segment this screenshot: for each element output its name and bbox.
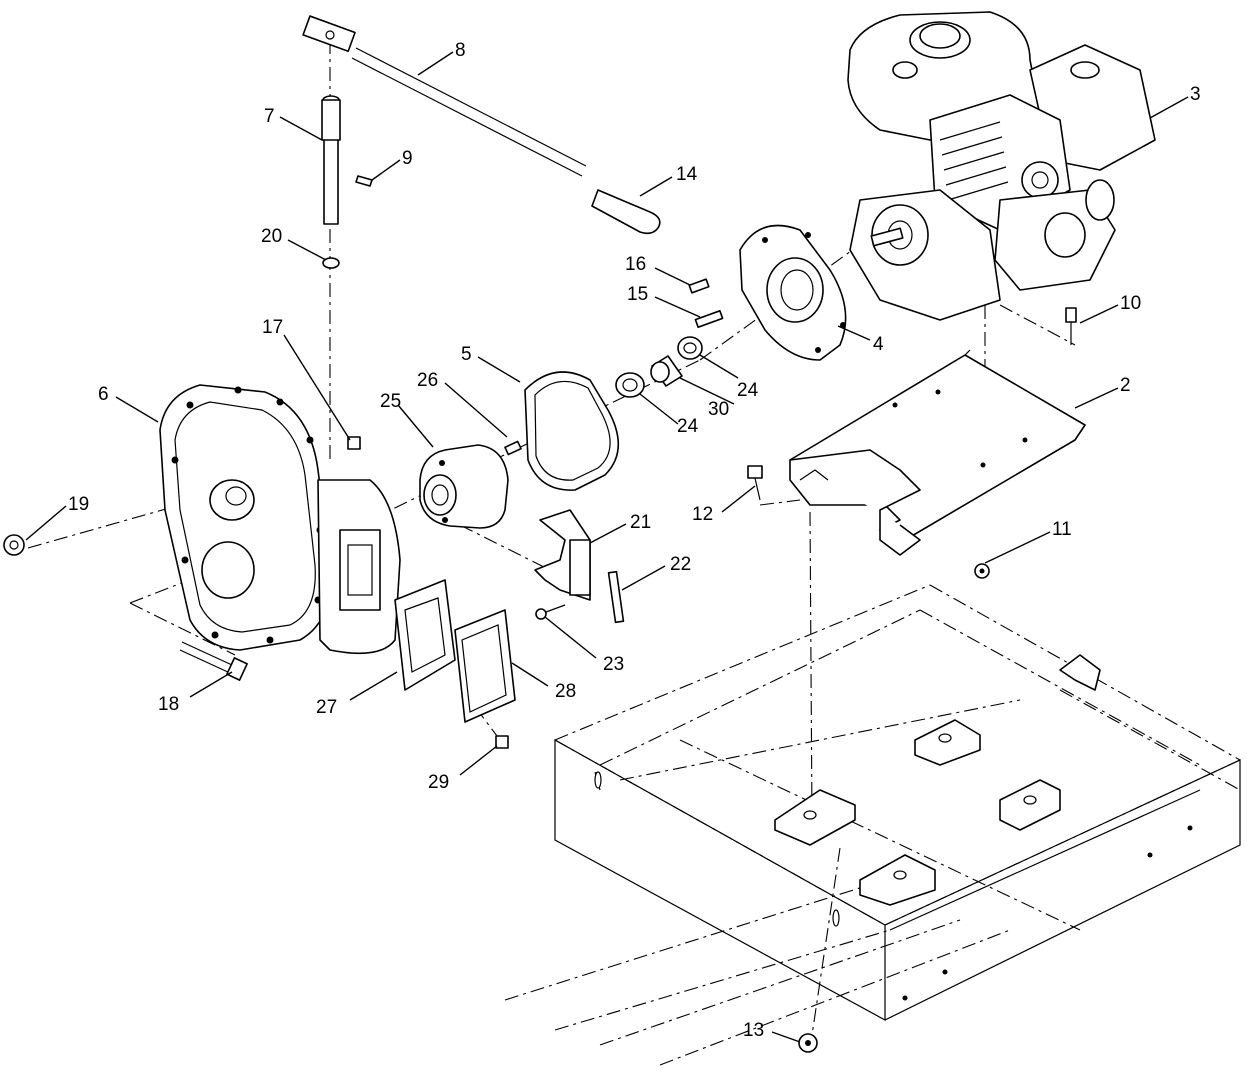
callout-13: 13	[743, 1020, 764, 1041]
callout-15: 15	[627, 284, 648, 305]
callout-7: 7	[264, 106, 275, 127]
callout-5: 5	[461, 344, 472, 365]
bolt-part-18	[179, 641, 248, 681]
shift-fork-part-21	[534, 509, 591, 601]
screw-part-16	[688, 278, 710, 294]
callout-14: 14	[676, 164, 698, 185]
callout-9: 9	[402, 148, 413, 169]
washer-part-20	[322, 257, 340, 269]
gearbox-housing-part-6	[159, 384, 401, 655]
nut-part-11	[974, 563, 990, 579]
callout-19: 19	[68, 494, 89, 515]
callout-21: 21	[630, 512, 651, 533]
callout-6: 6	[98, 384, 109, 405]
engine-grille	[939, 121, 1009, 201]
callout-28: 28	[555, 681, 576, 702]
seal-part-24b	[677, 336, 703, 360]
bushing-part-30	[650, 355, 683, 387]
seal-part-24a	[615, 372, 645, 398]
frame	[554, 654, 1241, 1022]
callout-25: 25	[380, 391, 401, 412]
pin-part-15	[694, 309, 724, 329]
cover-plate-part-28	[454, 609, 516, 723]
callout-3: 3	[1190, 84, 1201, 105]
screw-part-29	[495, 735, 509, 749]
callout-22: 22	[670, 554, 691, 575]
callout-10: 10	[1120, 293, 1141, 314]
callout-17: 17	[262, 317, 283, 338]
callout-30: 30	[708, 399, 729, 420]
mount-plate-part-2	[789, 349, 1086, 556]
gasket-part-27	[394, 579, 456, 691]
callout-8: 8	[455, 40, 466, 61]
coupling-part-25	[419, 444, 509, 529]
screw-part-23	[535, 604, 566, 620]
callout-2: 2	[1120, 375, 1131, 396]
callout-26: 26	[417, 370, 438, 391]
callout-4: 4	[873, 334, 884, 355]
callout-24a: 24	[677, 416, 699, 437]
key-part-26	[504, 440, 522, 456]
nut-part-19	[3, 534, 25, 556]
callout-24b: 24	[737, 380, 759, 401]
nut-part-17	[347, 436, 361, 450]
handle-grip-part-14	[591, 189, 661, 235]
callout-20: 20	[261, 226, 282, 247]
callout-29: 29	[428, 772, 449, 793]
plate-part-22	[607, 570, 625, 624]
engine-part-3	[847, 11, 1156, 321]
rod-part-8	[302, 15, 587, 177]
leader-lines	[25, 51, 1189, 1043]
clip-part-9	[355, 175, 373, 187]
nut-part-13	[798, 1033, 818, 1053]
callout-18: 18	[158, 694, 179, 715]
callout-12: 12	[692, 504, 713, 525]
bolt-part-10	[1065, 307, 1077, 345]
adapter-flange-part-4	[739, 224, 847, 361]
callout-27: 27	[316, 697, 337, 718]
gasket-part-5	[524, 371, 620, 491]
bolt-part-12	[747, 465, 763, 501]
callout-16: 16	[625, 254, 646, 275]
callout-23: 23	[603, 654, 624, 675]
callout-labels: 2 3 4 5 6 7 8 9 10 11 12 13 14 15 16 17 …	[68, 40, 1201, 1041]
pin-part-7	[321, 95, 341, 225]
callout-11: 11	[1052, 519, 1072, 540]
